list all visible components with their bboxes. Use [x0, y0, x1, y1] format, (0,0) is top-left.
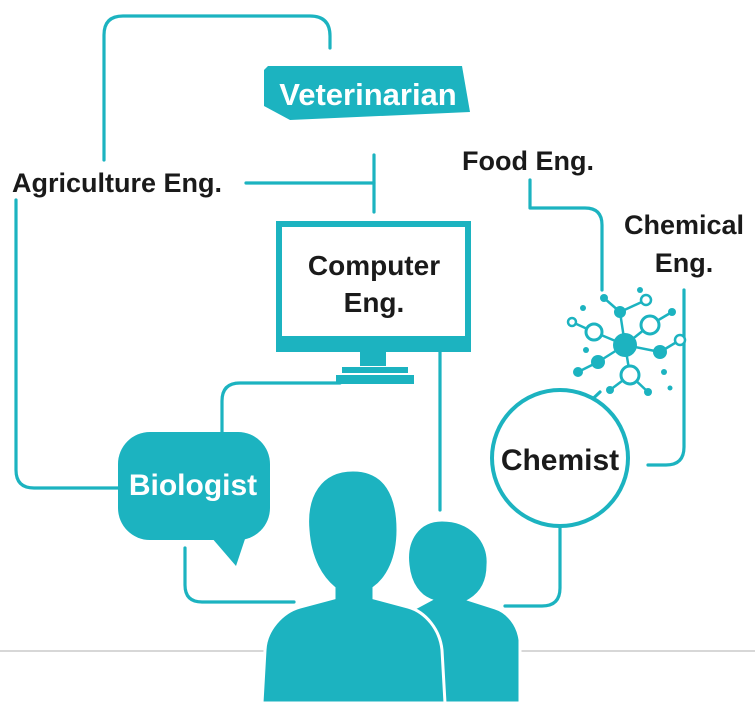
chemist-node: Chemist	[490, 388, 630, 528]
line-biologist-to-person	[183, 546, 296, 604]
line-chemical-to-chemist	[646, 288, 686, 467]
food-label: Food Eng.	[462, 146, 594, 176]
line-agri-to-vet	[102, 14, 332, 162]
veterinarian-label: Veterinarian	[279, 77, 456, 112]
molecule-icon	[566, 287, 687, 396]
computer-label-line1: Computer	[308, 250, 440, 281]
line-chemist-to-person	[503, 518, 562, 608]
line-food-to-molecule	[528, 178, 604, 292]
line-computer-to-biologist	[220, 381, 342, 434]
computer-label-line2: Eng.	[344, 287, 405, 318]
monitor-icon: Computer Eng.	[276, 221, 471, 384]
people-silhouette-icon	[260, 468, 522, 703]
speech-bubble-icon: Biologist	[118, 432, 270, 566]
veterinarian-node: Veterinarian	[264, 66, 470, 120]
chemical-label-line2: Eng.	[655, 248, 714, 278]
agriculture-label: Agriculture Eng.	[12, 168, 222, 198]
chemical-label-line1: Chemical	[624, 210, 744, 240]
connector-lines	[14, 14, 686, 608]
line-agri-to-biologist	[14, 198, 122, 490]
chemist-label: Chemist	[501, 444, 619, 477]
biologist-label: Biologist	[129, 469, 257, 502]
